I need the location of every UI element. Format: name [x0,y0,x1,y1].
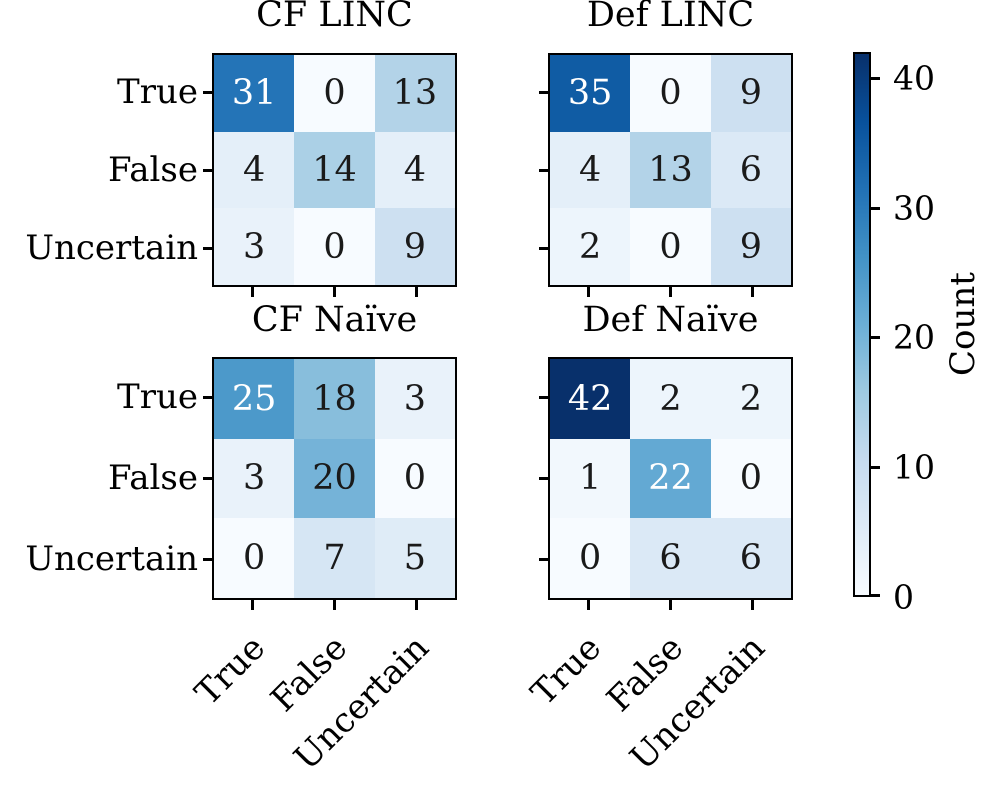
x-tick-mark [251,600,254,610]
y-tick-label-uncertain-bottom: Uncertain [25,539,198,579]
y-tick-mark [203,247,212,250]
heatmap-cell-r2c1: 0 [294,208,375,285]
x-tick-mark [251,287,254,297]
x-tick-mark [751,600,754,610]
x-tick-mark [333,600,336,610]
colorbar-tick-label-40: 40 [893,58,935,98]
heatmap-cell-r0c0: 35 [550,55,631,132]
colorbar [853,52,871,597]
heatmap-cell-r0c0: 42 [550,359,631,439]
colorbar-tick-label-0: 0 [893,577,914,617]
panel-title-def-linc: Def LINC [586,0,755,35]
y-tick-label-false-bottom: False [108,458,198,498]
y-tick-mark [203,558,212,561]
x-tick-mark [587,600,590,610]
y-tick-label-uncertain-top: Uncertain [25,228,198,268]
panel-title-cf-naive: CF Naïve [251,300,418,340]
heatmap-cell-r1c0: 4 [550,131,631,209]
x-tick-label-true-left: True [187,627,274,714]
heatmap-cell-r1c0: 3 [214,438,295,519]
y-tick-mark [203,396,212,399]
heatmap-cell-r2c0: 0 [214,518,295,598]
colorbar-tick-mark [871,336,880,339]
heatmap-cell-r1c0: 4 [214,131,295,209]
heatmap-cell-r2c2: 9 [710,208,791,285]
y-tick-label-true-bottom: True [117,377,198,417]
heatmap-cell-r0c2: 13 [374,55,455,132]
y-tick-mark [203,169,212,172]
heatmap-cell-r2c1: 0 [630,208,711,285]
y-tick-mark [539,247,548,250]
colorbar-tick-mark [871,594,880,597]
colorbar-tick-mark [871,466,880,469]
heatmap-cell-r2c0: 2 [550,208,631,285]
heatmap-cell-r1c0: 1 [550,438,631,519]
heatmap-cell-r1c2: 0 [374,438,455,519]
colorbar-tick-mark [871,77,880,80]
heatmap-cell-r2c1: 7 [294,518,375,598]
y-tick-mark [203,477,212,480]
heatmap-cell-r0c1: 0 [630,55,711,132]
y-tick-mark [203,91,212,94]
heatmap-cell-r0c2: 9 [710,55,791,132]
y-tick-mark [539,477,548,480]
y-tick-label-true-top: True [117,72,198,112]
x-tick-mark [415,600,418,610]
heatmap-cell-r0c0: 25 [214,359,295,439]
heatmap-cell-r1c1: 14 [294,131,375,209]
colorbar-tick-mark [871,207,880,210]
y-tick-mark [539,91,548,94]
heatmap-cell-r2c0: 0 [550,518,631,598]
heatmap-cell-r0c1: 18 [294,359,375,439]
x-tick-mark [669,600,672,610]
panel-title-def-naive: Def Naïve [582,300,759,340]
y-tick-mark [539,169,548,172]
heatmap-cell-r2c0: 3 [214,208,295,285]
y-tick-mark [539,396,548,399]
heatmap-cell-r0c0: 31 [214,55,295,132]
colorbar-tick-label-10: 10 [893,447,935,487]
x-tick-mark [669,287,672,297]
heatmap-cell-r1c1: 22 [630,438,711,519]
heatmap-cell-r1c2: 0 [710,438,791,519]
heatmap-cell-r0c2: 3 [374,359,455,439]
x-tick-mark [415,287,418,297]
heatmap-cell-r1c1: 20 [294,438,375,519]
x-tick-label-true-right: True [523,627,610,714]
heatmap-cell-r2c2: 9 [374,208,455,285]
x-tick-mark [751,287,754,297]
y-tick-label-false-top: False [108,150,198,190]
colorbar-axis-label: Count [943,272,983,376]
heatmap-cell-r2c2: 6 [710,518,791,598]
heatmap-cell-r0c1: 2 [630,359,711,439]
colorbar-tick-label-20: 20 [893,317,935,357]
heatmap-cell-r0c1: 0 [294,55,375,132]
x-tick-mark [333,287,336,297]
heatmap-cell-r0c2: 2 [710,359,791,439]
panel-title-cf-linc: CF LINC [256,0,413,35]
colorbar-tick-label-30: 30 [893,188,935,228]
y-tick-mark [539,558,548,561]
heatmap-cell-r1c2: 4 [374,131,455,209]
heatmap-cell-r2c2: 5 [374,518,455,598]
heatmap-cell-r2c1: 6 [630,518,711,598]
heatmap-cell-r1c1: 13 [630,131,711,209]
x-tick-mark [587,287,590,297]
heatmap-cell-r1c2: 6 [710,131,791,209]
